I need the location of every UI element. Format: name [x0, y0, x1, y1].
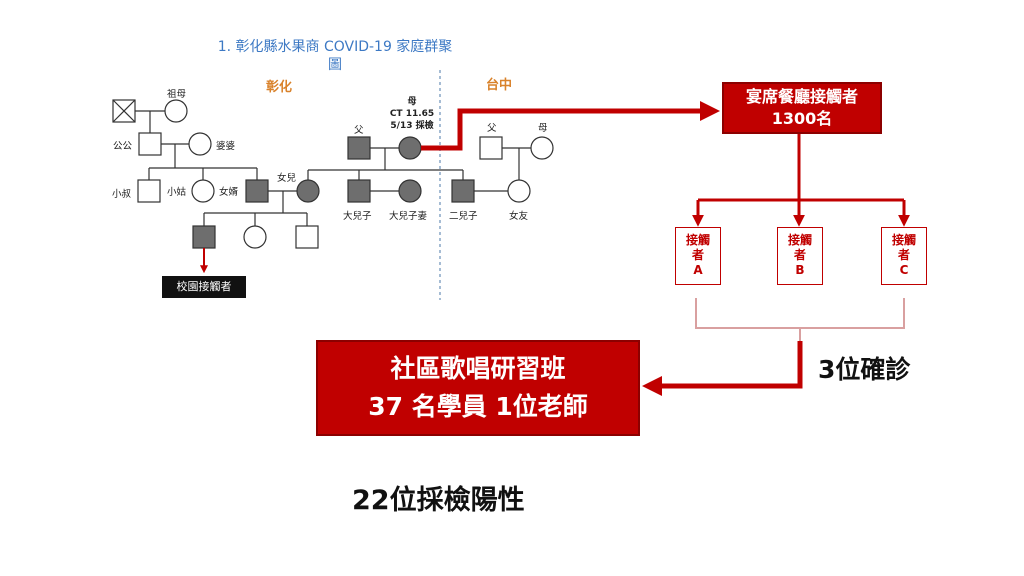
child-infected-symbol — [192, 225, 216, 249]
family-tree-title: 1. 彰化縣水果商 COVID-19 家庭群聚 圖 — [190, 38, 480, 74]
mother-in-law-symbol — [188, 132, 212, 156]
banquet-contact-box: 宴席餐廳接觸者 1300名 — [722, 82, 882, 134]
eldest-son-wife-symbol — [398, 179, 422, 203]
label-eldest-son-wife: 大兒子妻 — [389, 211, 428, 222]
campus-contact-box: 校園接觸者 — [162, 276, 246, 298]
choir-class-box: 社區歌唱研習班 37 名學員 1位老師 — [316, 340, 640, 436]
region-changhua: 彰化 — [266, 80, 293, 95]
grandpa-in-law-symbol — [138, 132, 162, 156]
banquet-line1: 宴席餐廳接觸者 — [745, 87, 858, 106]
contact-c-line3: C — [899, 263, 909, 277]
gen1 — [112, 99, 188, 133]
label-grandma: 祖母 — [167, 89, 187, 100]
label-daughter: 女兒 — [277, 173, 297, 184]
banquet-line2: 1300名 — [771, 109, 833, 128]
label-mother-block: 母 CT 11.65 5/13 採檢 — [384, 96, 440, 132]
eldest-son-symbol — [347, 179, 371, 203]
choir-line1: 社區歌唱研習班 — [390, 354, 566, 383]
gen3-left — [137, 179, 320, 249]
label-mother-ct: CT 11.65 — [389, 109, 435, 119]
contact-c-line2: 者 — [897, 248, 910, 262]
taichung-mother-symbol — [530, 136, 554, 160]
region-taichung: 台中 — [486, 78, 513, 93]
contact-b-line2: 者 — [793, 248, 806, 262]
label-second-son: 二兒子 — [449, 211, 478, 222]
second-son-symbol — [451, 179, 475, 203]
gen2 — [138, 132, 258, 180]
label-taichung-mother: 母 — [538, 123, 548, 134]
father-symbol — [347, 136, 371, 160]
label-girlfriend: 女友 — [509, 211, 529, 222]
contact-b-line1: 接觸 — [787, 233, 812, 247]
mother-symbol — [398, 136, 422, 160]
label-mother-in-law: 婆婆 — [216, 141, 236, 152]
label-son-in-law: 女婿 — [219, 187, 239, 198]
label-mother-test: 5/13 採檢 — [390, 121, 434, 131]
contact-a-line2: 者 — [691, 248, 704, 262]
contact-a-box: 接觸 者 A — [675, 227, 721, 285]
banquet-branches — [692, 134, 910, 227]
contact-a-line1: 接觸 — [685, 233, 710, 247]
daughter-symbol — [296, 179, 320, 203]
label-father: 父 — [354, 125, 364, 136]
contact-b-box: 接觸 者 B — [777, 227, 823, 285]
label-mother: 母 — [407, 97, 417, 107]
mother-to-banquet-arrow — [421, 101, 720, 151]
contact-c-box: 接觸 者 C — [881, 227, 927, 285]
choir-line2: 37 名學員 1位老師 — [368, 392, 588, 421]
parents — [307, 136, 531, 203]
taichung-parents — [479, 136, 554, 180]
contact-b-line3: B — [795, 263, 805, 277]
label-uncle: 小叔 — [112, 189, 132, 200]
contact-c-line1: 接觸 — [891, 233, 916, 247]
label-eldest-son: 大兒子 — [343, 211, 372, 222]
confirmed-count: 3位確診 — [818, 355, 911, 384]
son-in-law-symbol — [245, 179, 269, 203]
title-line2: 圖 — [328, 57, 342, 73]
uncle-symbol — [137, 179, 161, 203]
sister-in-law-symbol — [191, 179, 215, 203]
contacts-bracket — [695, 298, 905, 329]
child-boy-symbol — [295, 225, 319, 249]
title-line1: 1. 彰化縣水果商 COVID-19 家庭群聚 — [217, 39, 453, 55]
positive-count: 22位採檢陽性 — [352, 485, 525, 516]
grandma-symbol — [164, 99, 188, 123]
contact-a-line3: A — [693, 263, 703, 277]
child-girl-symbol — [243, 225, 267, 249]
label-sister-in-law: 小姑 — [167, 187, 187, 198]
label-grandpa-in-law: 公公 — [113, 141, 133, 152]
contacts-to-choir-arrow — [642, 341, 803, 396]
girlfriend-symbol — [507, 179, 531, 203]
taichung-father-symbol — [479, 136, 503, 160]
label-taichung-father: 父 — [487, 123, 497, 134]
